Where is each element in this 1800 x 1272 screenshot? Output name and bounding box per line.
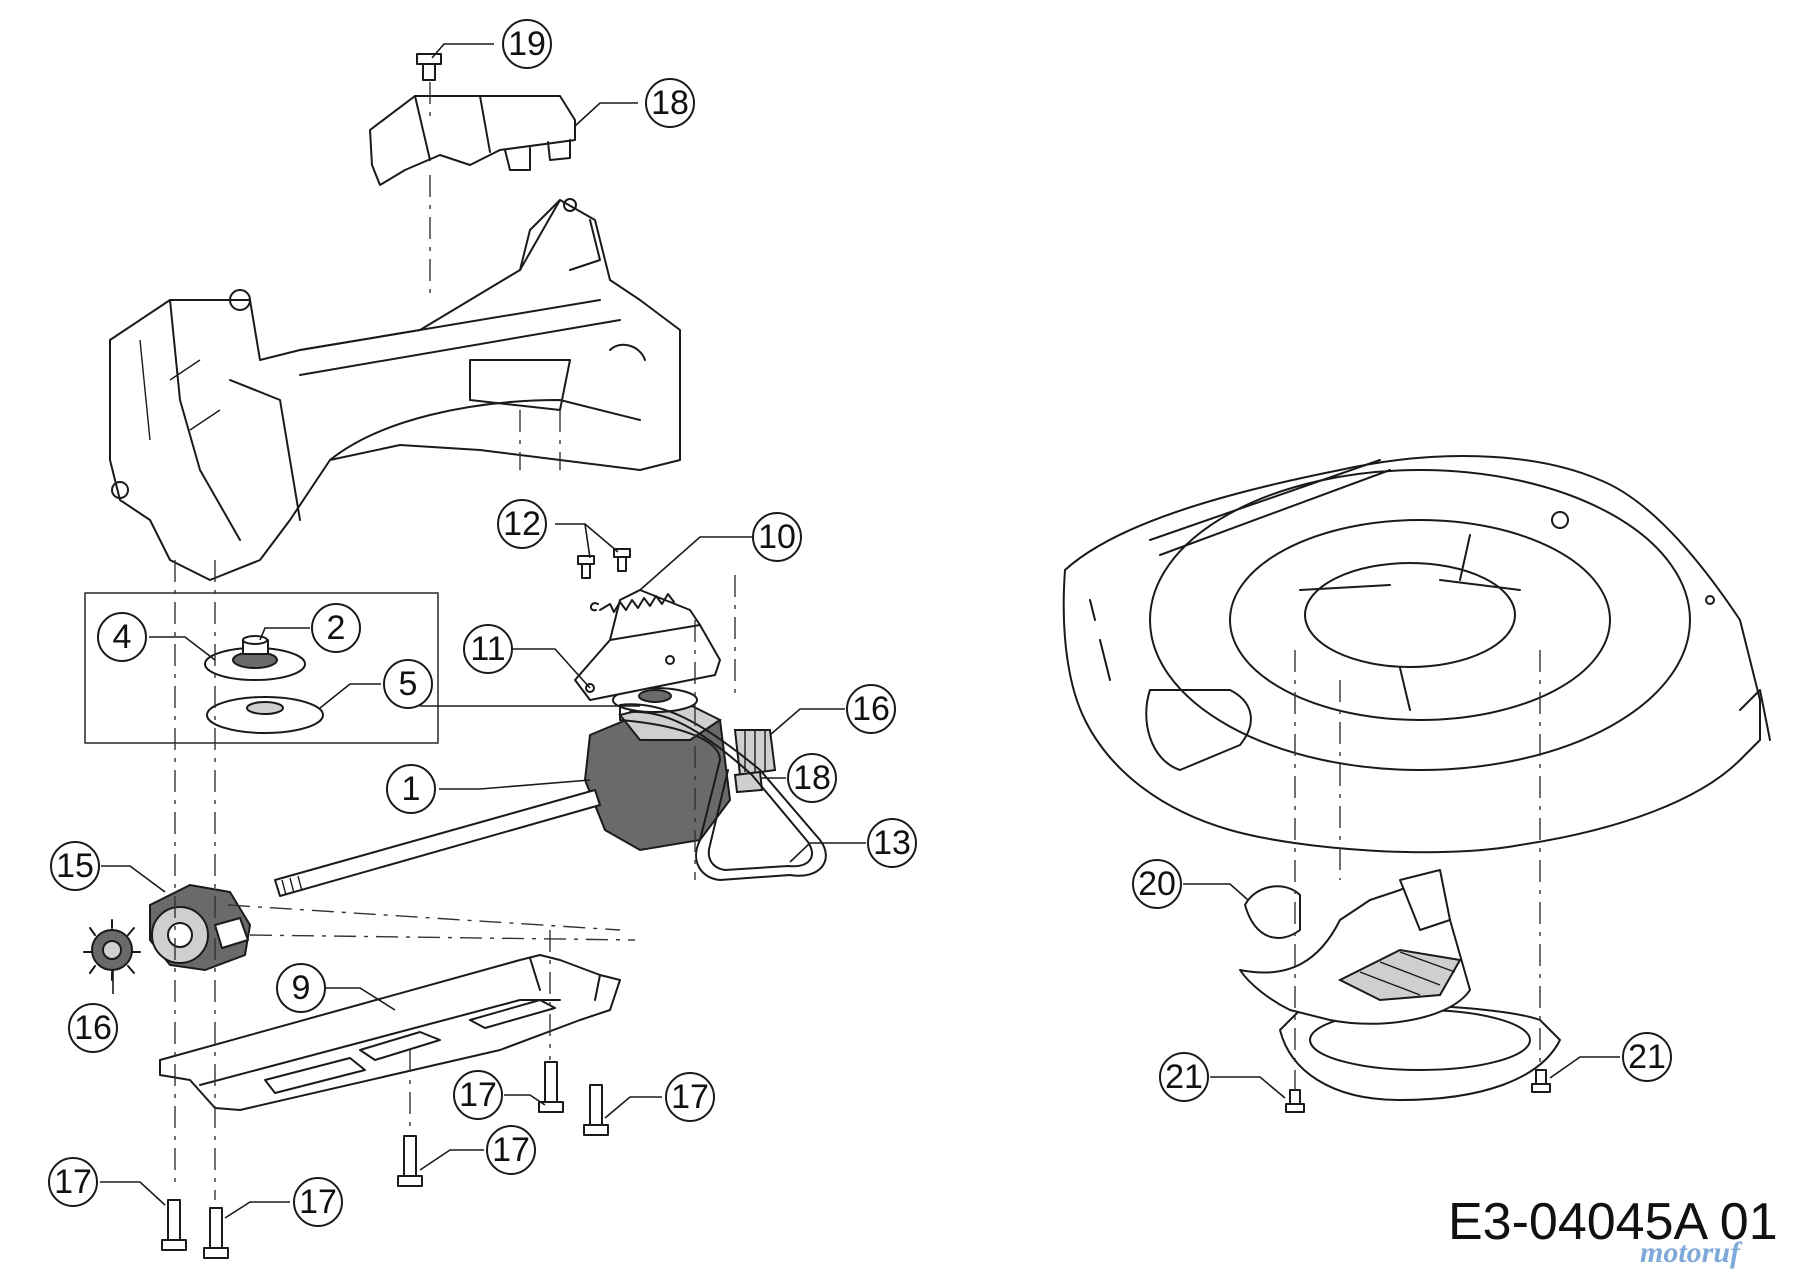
- callout-2: 2: [311, 603, 361, 653]
- leader-lines: [100, 43, 1620, 1219]
- screws-21-part: [1285, 1069, 1551, 1113]
- callout-5: 5: [383, 659, 433, 709]
- callout-1: 1: [386, 764, 436, 814]
- callout-17-d-label: 17: [54, 1163, 92, 1201]
- pulley-detail-box: [84, 592, 439, 744]
- callout-10: 10: [752, 512, 802, 562]
- mower-deck-part: [1062, 455, 1771, 854]
- callout-11-label: 11: [470, 630, 505, 668]
- callout-21-left-label: 21: [1165, 1058, 1203, 1096]
- bolts-17-part: [161, 1061, 609, 1259]
- callout-13-label: 13: [873, 824, 911, 862]
- callout-17-c: 17: [486, 1125, 536, 1175]
- wheel-bearing-part: [149, 883, 252, 972]
- bottom-plate-part: [159, 954, 621, 1111]
- callout-1-label: 1: [402, 770, 421, 808]
- pinion-gear-part: [83, 919, 141, 981]
- callout-10-label: 10: [758, 518, 796, 556]
- callout-21-right-label: 21: [1628, 1038, 1666, 1076]
- callout-16-left: 16: [68, 1003, 118, 1053]
- alignment-lines: [174, 82, 1541, 1200]
- callout-5-label: 5: [399, 665, 418, 703]
- callout-17-c-label: 17: [492, 1131, 530, 1169]
- callout-18-top: 18: [645, 78, 695, 128]
- callout-15: 15: [50, 841, 100, 891]
- callout-9: 9: [276, 963, 326, 1013]
- callout-19: 19: [502, 19, 552, 69]
- diagram-code: E3-04045A 01: [1448, 1193, 1778, 1251]
- callout-16-right: 16: [846, 684, 896, 734]
- callout-17-a: 17: [453, 1070, 503, 1120]
- callout-12-label: 12: [503, 505, 541, 543]
- pulley-assembly-part: [204, 635, 324, 734]
- callout-9-label: 9: [292, 969, 311, 1007]
- callout-13: 13: [867, 818, 917, 868]
- watermark-logo: motoruf: [1640, 1236, 1741, 1269]
- callout-17-b: 17: [665, 1072, 715, 1122]
- top-cover-part: [369, 95, 576, 186]
- callout-19-label: 19: [508, 25, 546, 63]
- callout-17-e: 17: [293, 1177, 343, 1227]
- callout-16-left-label: 16: [74, 1009, 112, 1047]
- callout-18-mid: 18: [787, 753, 837, 803]
- callout-15-label: 15: [56, 847, 94, 885]
- bracket-part: [574, 589, 721, 701]
- callout-21-right: 21: [1622, 1032, 1672, 1082]
- callout-4-label: 4: [113, 618, 132, 656]
- callout-12: 12: [497, 499, 547, 549]
- frame-body-part: [109, 198, 681, 581]
- callout-17-e-label: 17: [299, 1183, 337, 1221]
- callout-18-mid-label: 18: [793, 759, 831, 797]
- callout-17-d: 17: [48, 1157, 98, 1207]
- callout-4: 4: [97, 612, 147, 662]
- chute-part: [1239, 869, 1561, 1101]
- callout-11: 11: [463, 624, 513, 674]
- callout-20-label: 20: [1138, 865, 1176, 903]
- axle-part: [274, 789, 601, 897]
- screw-19-part: [416, 53, 442, 81]
- callout-18-top-label: 18: [651, 84, 689, 122]
- callout-21-left: 21: [1159, 1052, 1209, 1102]
- callout-17-a-label: 17: [459, 1076, 497, 1114]
- belt-part: [619, 703, 827, 881]
- screw-12-part: [577, 548, 631, 579]
- callout-17-b-label: 17: [671, 1078, 709, 1116]
- callout-16-right-label: 16: [852, 690, 890, 728]
- callout-20: 20: [1132, 859, 1182, 909]
- callout-2-label: 2: [327, 609, 346, 647]
- spring-part: [590, 593, 675, 613]
